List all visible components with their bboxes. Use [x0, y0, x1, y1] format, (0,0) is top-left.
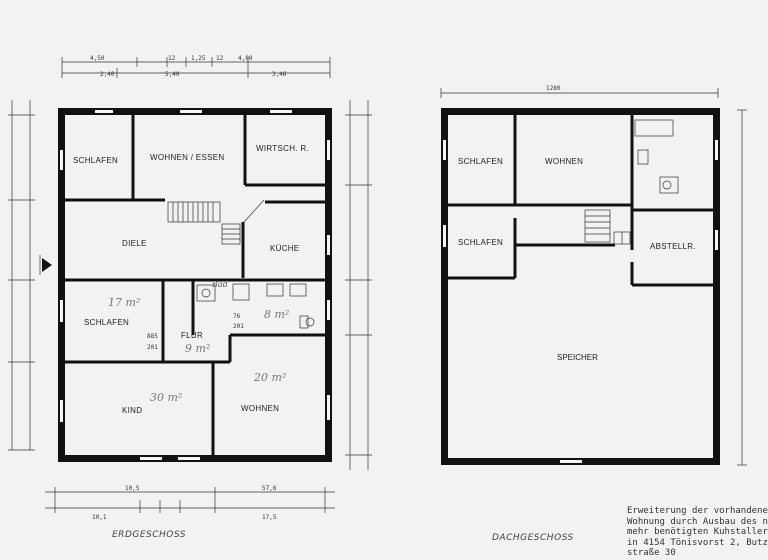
note-line: mehr benötigten Kuhstaller [627, 527, 768, 537]
room-wohnen-dg: WOHNEN [545, 157, 583, 166]
note-line: in 4154 Tönisvorst 2, Butz [627, 537, 768, 548]
note-line: Erweiterung der vorhandene [627, 506, 768, 516]
handwritten-area-flur: 9 m² [185, 342, 210, 355]
erdgeschoss-plan: SCHLAFEN WOHNEN / ESSEN WIRTSCH. R. DIEL… [8, 55, 372, 540]
door-dim-2-top: 76 [233, 313, 241, 320]
project-description-note: Erweiterung der vorhandene Wohnung durch… [627, 506, 768, 559]
floor-title-dachgeschoss: DACHGESCHOSS [492, 533, 574, 543]
room-wohnen-essen: WOHNEN / ESSEN [150, 153, 224, 162]
room-schlafen-dg-2: SCHLAFEN [458, 238, 503, 247]
dim-bottom-2: 57,6 [262, 485, 277, 492]
door-dim-2-bottom: 201 [233, 323, 244, 330]
right-dimension-lines [345, 100, 372, 470]
dim-top-3: 1,25 [191, 55, 206, 62]
room-wirtschaftsraum: WIRTSCH. R. [256, 144, 309, 153]
note-line: straße 30 [627, 548, 676, 558]
dachgeschoss-plan: SCHLAFEN WOHNEN SCHLAFEN ABSTELLR. SPEIC… [440, 85, 747, 543]
stairs-eg [167, 199, 265, 245]
dim-bottom-4: 17,5 [262, 514, 277, 521]
room-flur: FLUR [181, 331, 203, 340]
attic-bath-fixtures [634, 119, 679, 194]
room-schlafen-eg-2: SCHLAFEN [84, 318, 129, 327]
top-dimension-lines [61, 57, 331, 78]
dim-top-6: 2,40 [100, 71, 115, 78]
room-kueche: KÜCHE [270, 244, 300, 253]
bathroom-fixtures [196, 283, 315, 329]
dim-top-7: 5,40 [165, 71, 180, 78]
room-schlafen-eg: SCHLAFEN [73, 156, 118, 165]
room-abstellraum: ABSTELLR. [650, 242, 696, 251]
stairs-dg [584, 209, 631, 245]
dim-top-8: 3,46 [272, 71, 287, 78]
dim-top-4: 12 [216, 55, 224, 62]
door-dim-1-top: 885 [147, 333, 158, 340]
note-line: Wohnung durch Ausbau des n [627, 516, 768, 527]
dim-bottom-1: 10,5 [125, 485, 140, 492]
room-schlafen-dg: SCHLAFEN [458, 157, 503, 166]
handwritten-area-schlafen: 17 m² [108, 296, 140, 309]
room-diele: DIELE [122, 239, 147, 248]
dim-top-1: 4,50 [90, 55, 105, 62]
floor-title-erdgeschoss: ERDGESCHOSS [112, 530, 186, 540]
dim-dg-top: 1280 [546, 85, 561, 92]
bottom-dimension-lines [45, 487, 335, 513]
handwritten-area-bad: 8 m² [264, 308, 289, 321]
room-speicher: SPEICHER [557, 353, 598, 362]
handwritten-bad: Bad [211, 280, 228, 289]
door-dim-1-bottom: 201 [147, 344, 158, 351]
handwritten-area-wohnen: 20 m² [253, 371, 286, 384]
room-kind: KIND [122, 406, 142, 415]
dim-top-5: 4,00 [238, 55, 253, 62]
room-wohnen-eg: WOHNEN [241, 404, 279, 413]
dim-top-2: 12 [168, 55, 176, 62]
left-dimension-lines [8, 100, 35, 451]
handwritten-area-kind: 30 m² [150, 391, 182, 404]
dim-bottom-3: 10,1 [92, 514, 107, 521]
